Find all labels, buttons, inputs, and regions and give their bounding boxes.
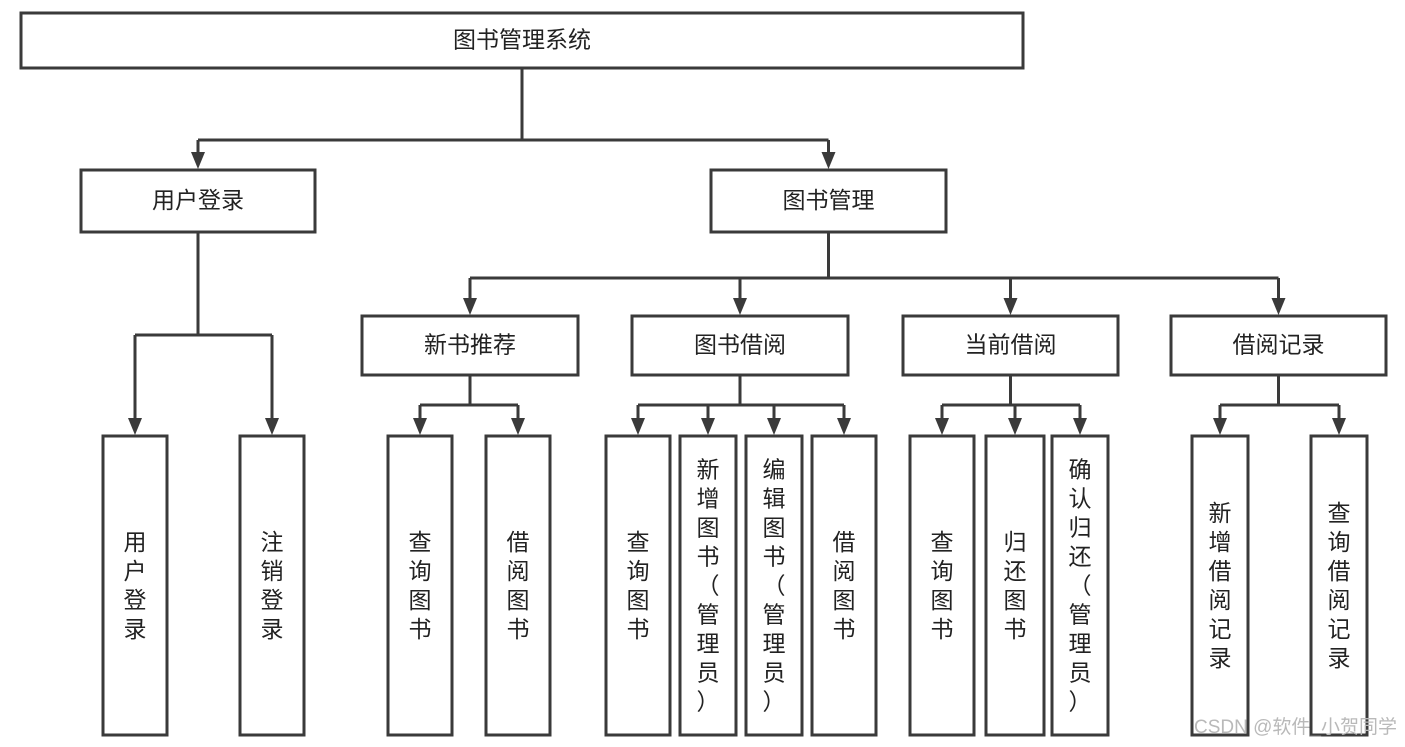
node-leaf-edit-book-admin[interactable]: 编辑图书（管理员）: [744, 434, 804, 737]
node-box-leaf-confirm-return-admin: [1050, 434, 1110, 737]
node-label-leaf-query-borrow-record: 查询借阅记录: [1328, 500, 1351, 671]
node-box-leaf-add-borrow-record: [1190, 434, 1250, 737]
node-current-borrow[interactable]: 当前借阅: [901, 314, 1120, 377]
node-box-leaf-borrow-book-borrow: [810, 434, 878, 737]
node-label-current-borrow: 当前借阅: [965, 332, 1057, 358]
node-leaf-query-book-borrow[interactable]: 查询图书: [604, 434, 672, 737]
node-leaf-confirm-return-admin[interactable]: 确认归还（管理员）: [1050, 434, 1110, 737]
node-box-leaf-query-book-current: [908, 434, 976, 737]
node-leaf-logout[interactable]: 注销登录: [238, 434, 306, 737]
node-leaf-borrow-book-borrow[interactable]: 借阅图书: [810, 434, 878, 737]
node-leaf-return-book[interactable]: 归还图书: [984, 434, 1046, 737]
node-box-leaf-query-book-recommend: [386, 434, 454, 737]
node-label-leaf-borrow-book-recommend: 借阅图书: [507, 529, 530, 642]
node-box-user-login: [79, 168, 317, 234]
node-box-leaf-user-login: [101, 434, 169, 737]
node-box-leaf-logout: [238, 434, 306, 737]
node-box-leaf-edit-book-admin: [744, 434, 804, 737]
node-label-leaf-query-book-borrow: 查询图书: [627, 529, 650, 642]
node-label-leaf-borrow-book-borrow: 借阅图书: [833, 529, 856, 642]
node-label-leaf-return-book: 归还图书: [1004, 529, 1027, 642]
node-box-new-book-recommend: [360, 314, 580, 377]
node-new-book-recommend[interactable]: 新书推荐: [360, 314, 580, 377]
node-leaf-borrow-book-recommend[interactable]: 借阅图书: [484, 434, 552, 737]
node-leaf-query-book-current[interactable]: 查询图书: [908, 434, 976, 737]
node-label-borrow-record: 借阅记录: [1233, 332, 1325, 358]
node-box-leaf-query-borrow-record: [1309, 434, 1369, 737]
node-box-book-manage: [709, 168, 948, 234]
node-box-current-borrow: [901, 314, 1120, 377]
node-box-leaf-borrow-book-recommend: [484, 434, 552, 737]
node-user-login[interactable]: 用户登录: [79, 168, 317, 234]
node-label-leaf-add-borrow-record: 新增借阅记录: [1209, 500, 1232, 671]
node-leaf-query-book-recommend[interactable]: 查询图书: [386, 434, 454, 737]
node-leaf-query-borrow-record[interactable]: 查询借阅记录: [1309, 434, 1369, 737]
node-label-new-book-recommend: 新书推荐: [424, 332, 516, 358]
node-label-leaf-logout: 注销登录: [261, 529, 284, 642]
node-label-book-manage: 图书管理: [783, 187, 875, 213]
node-label-leaf-edit-book-admin: 编辑图书（管理员）: [763, 457, 786, 715]
node-label-leaf-confirm-return-admin: 确认归还（管理员）: [1069, 457, 1092, 715]
node-layer: 图书管理系统用户登录图书管理新书推荐图书借阅当前借阅借阅记录用户登录注销登录查询…: [19, 11, 1388, 737]
node-label-user-login: 用户登录: [152, 187, 244, 213]
node-box-leaf-return-book: [984, 434, 1046, 737]
connector-layer: [128, 68, 1346, 435]
node-label-leaf-add-book-admin: 新增图书（管理员）: [697, 457, 720, 715]
node-box-book-borrow: [630, 314, 850, 377]
node-label-leaf-user-login: 用户登录: [124, 529, 147, 642]
node-borrow-record[interactable]: 借阅记录: [1169, 314, 1388, 377]
node-label-book-borrow: 图书借阅: [694, 332, 786, 358]
node-leaf-add-borrow-record[interactable]: 新增借阅记录: [1190, 434, 1250, 737]
node-box-leaf-query-book-borrow: [604, 434, 672, 737]
node-label-leaf-query-book-recommend: 查询图书: [409, 529, 432, 642]
node-box-borrow-record: [1169, 314, 1388, 377]
node-book-manage[interactable]: 图书管理: [709, 168, 948, 234]
csdn-watermark: CSDN @软件_小贺同学: [1194, 716, 1397, 738]
node-label-leaf-query-book-current: 查询图书: [931, 529, 954, 642]
node-root[interactable]: 图书管理系统: [19, 11, 1025, 70]
node-leaf-add-book-admin[interactable]: 新增图书（管理员）: [678, 434, 738, 737]
node-box-leaf-add-book-admin: [678, 434, 738, 737]
node-leaf-user-login[interactable]: 用户登录: [101, 434, 169, 737]
node-box-root: [19, 11, 1025, 70]
node-label-root: 图书管理系统: [453, 27, 591, 53]
node-book-borrow[interactable]: 图书借阅: [630, 314, 850, 377]
